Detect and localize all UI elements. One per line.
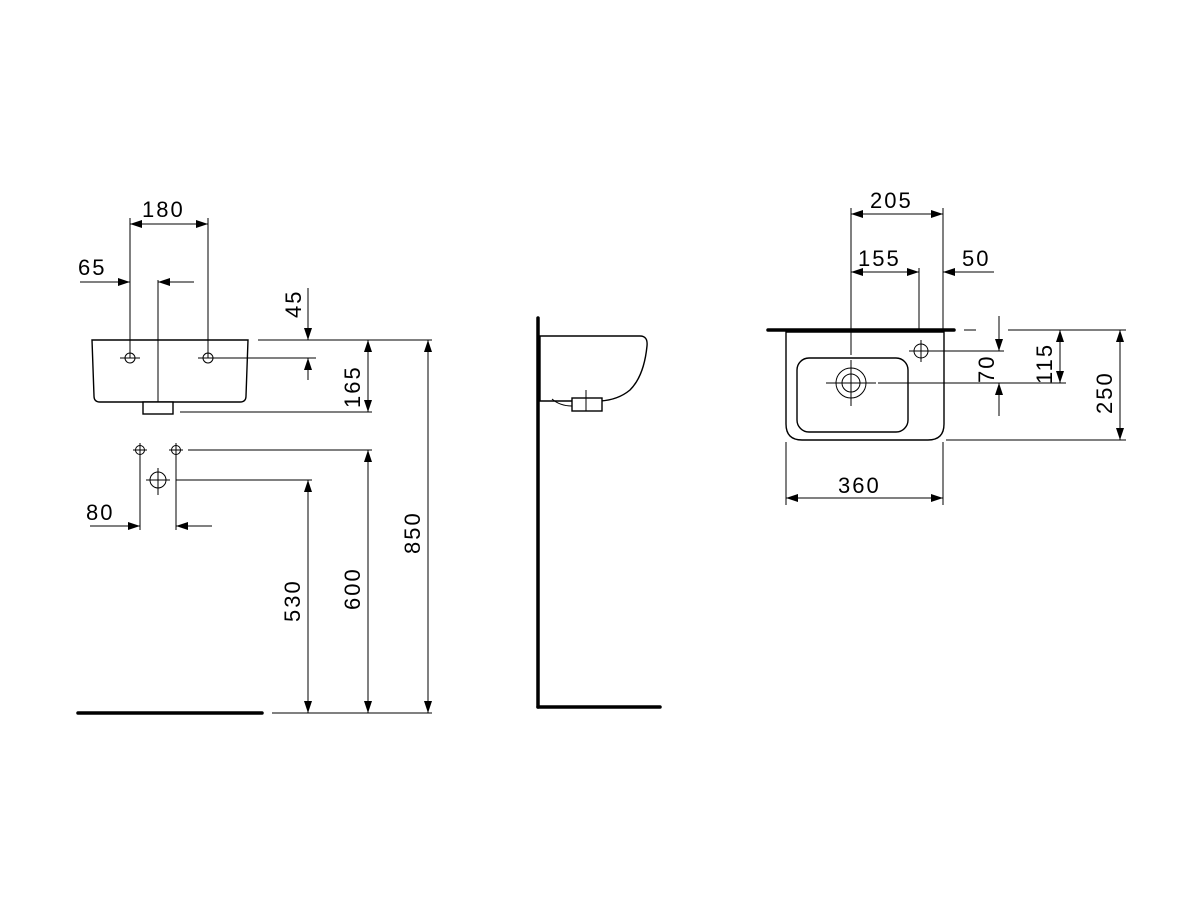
dim-wall-to-waste: 115 <box>1032 343 1057 384</box>
dim-width: 360 <box>838 473 881 498</box>
dim-supply-height: 600 <box>340 567 365 610</box>
dim-rim-height: 850 <box>400 511 425 554</box>
dim-tap-spacing: 180 <box>142 197 185 222</box>
side-view <box>536 316 662 709</box>
waste-outlet-side <box>571 397 603 412</box>
dim-tap-from-edge: 50 <box>962 246 990 271</box>
front-view: 180 65 45 165 <box>76 197 432 715</box>
dim-supply-spacing: 80 <box>86 500 114 525</box>
dim-basin-height: 165 <box>340 365 365 408</box>
top-view: 205 155 50 70 115 250 <box>766 188 1126 505</box>
bowl-top <box>796 357 909 433</box>
waste-point-icon <box>146 468 170 495</box>
dim-waste-height: 530 <box>280 579 305 622</box>
dim-tap-offset: 65 <box>78 255 106 280</box>
basin-side-outline <box>539 335 648 402</box>
supply-right-icon <box>169 443 183 457</box>
waste-top-icon <box>826 360 876 406</box>
dim-tap-from-waste: 155 <box>858 246 901 271</box>
supply-left-icon <box>133 443 147 457</box>
dim-waste-offset: 205 <box>870 188 913 213</box>
basin-front-outline <box>91 339 249 403</box>
waste-outlet-front <box>142 401 174 415</box>
tap-hole-top-icon <box>909 340 934 362</box>
dim-tap-to-waste: 70 <box>974 355 999 383</box>
dim-depth: 250 <box>1092 371 1117 414</box>
dim-top-to-tap: 45 <box>281 290 306 318</box>
